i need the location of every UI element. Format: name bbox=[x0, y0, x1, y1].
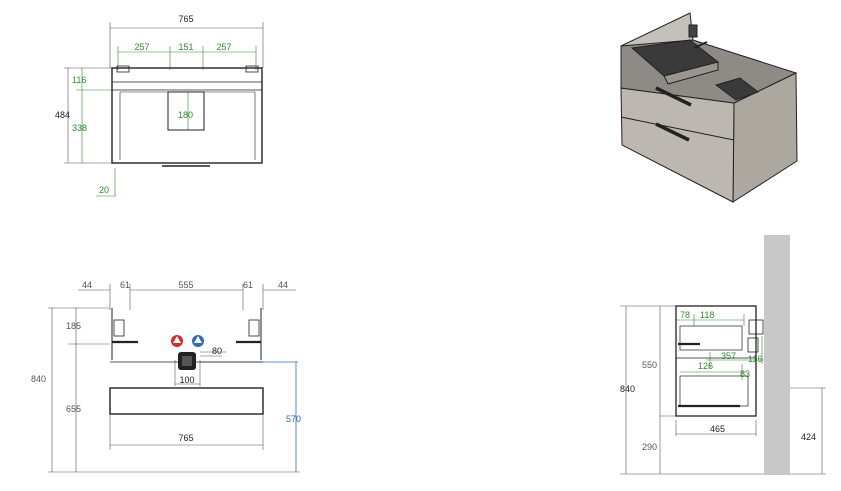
side-78-label: 78 bbox=[680, 310, 690, 320]
side-118-label: 118 bbox=[700, 310, 714, 320]
front-view: 44 61 555 61 44 840 185 655 80 100 765 5… bbox=[31, 280, 301, 473]
front-width-label: 765 bbox=[178, 433, 193, 443]
top-seg-right-label: 257 bbox=[216, 42, 231, 52]
front-height-total-label: 840 bbox=[31, 374, 46, 384]
top-seg-mid-label: 151 bbox=[178, 42, 193, 52]
top-view: 765 257 151 257 484 116 338 180 20 bbox=[55, 14, 264, 197]
side-view: 78 118 357 116 126 83 550 840 290 465 42… bbox=[620, 235, 826, 475]
side-290-label: 290 bbox=[642, 442, 657, 452]
top-cutout-label: 180 bbox=[178, 110, 193, 120]
side-83-label: 83 bbox=[740, 369, 750, 379]
side-424-label: 424 bbox=[801, 432, 816, 442]
side-840-label: 840 bbox=[620, 384, 635, 394]
top-lower-label: 338 bbox=[72, 123, 87, 133]
side-126-label: 126 bbox=[698, 361, 713, 371]
side-depth-label: 465 bbox=[710, 424, 725, 434]
front-pipe-offset-label: 80 bbox=[212, 346, 222, 356]
front-lower-label: 655 bbox=[66, 404, 81, 414]
front-bracket-left-label: 61 bbox=[120, 280, 130, 290]
front-bracket-right-label: 61 bbox=[243, 280, 253, 290]
top-width-label: 765 bbox=[178, 14, 193, 24]
front-upper-label: 185 bbox=[66, 321, 81, 331]
side-116-label: 116 bbox=[748, 354, 762, 364]
side-550-label: 550 bbox=[642, 360, 657, 370]
front-span-label: 555 bbox=[178, 280, 193, 290]
front-margin-right-label: 44 bbox=[278, 280, 288, 290]
top-upper-label: 116 bbox=[72, 75, 86, 85]
top-offset-label: 20 bbox=[99, 185, 109, 195]
isometric-view bbox=[620, 12, 798, 203]
front-floor-height-label: 570 bbox=[286, 414, 301, 424]
front-drain-width-label: 100 bbox=[179, 375, 194, 385]
top-depth-label: 484 bbox=[55, 110, 70, 120]
front-margin-left-label: 44 bbox=[82, 280, 92, 290]
wall bbox=[764, 235, 790, 475]
side-357-label: 357 bbox=[721, 351, 736, 361]
top-seg-left-label: 257 bbox=[134, 42, 149, 52]
